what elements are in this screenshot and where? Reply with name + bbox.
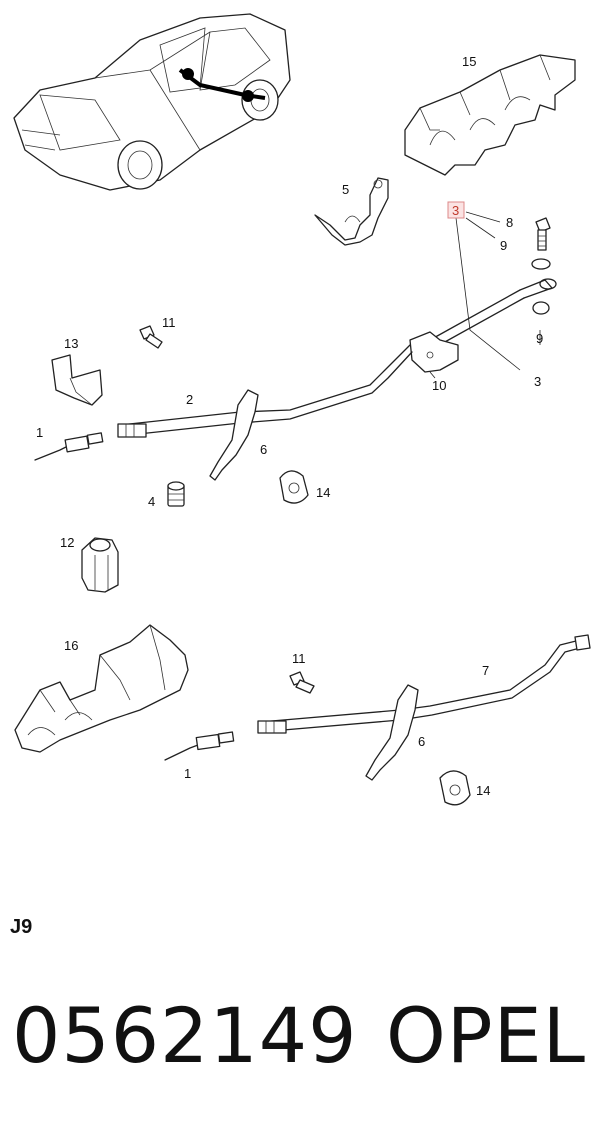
callout-1-lower: 1 [184,766,191,781]
part-3-brake-hose [429,278,557,349]
callout-11-lower: 11 [292,651,306,666]
callout-6-lower: 6 [418,734,425,749]
callout-16: 16 [64,638,78,653]
part-13-clip [51,354,103,406]
parts-exploded-diagram: 15 5 3 8 9 9 3 11 13 2 10 1 6 4 14 12 16… [13,13,591,806]
callout-10: 10 [432,378,446,393]
section-code: J9 [10,916,33,938]
part-5-clip [314,177,389,246]
part-8-bolt [535,217,551,251]
part-11-bolt-lower [289,671,315,694]
callout-3-highlight-box [447,201,465,219]
callout-1-upper: 1 [36,425,43,440]
part-12-union-nut [81,537,119,593]
part-number: 0562149 [12,991,358,1080]
callout-12: 12 [60,535,74,550]
leader-lines [429,211,541,379]
callout-9-bottom: 9 [536,331,543,346]
callout-3-highlighted: 3 [452,203,459,218]
part-1-connector-lower [164,731,235,761]
callout-14-lower: 14 [476,783,490,798]
callout-labels: 15 5 3 8 9 9 3 11 13 2 10 1 6 4 14 12 16… [36,54,543,798]
callout-8: 8 [506,215,513,230]
part-10-union-block [409,331,459,373]
part-6-bracket-lower [365,684,419,781]
callout-9-top: 9 [500,238,507,253]
callout-11-upper: 11 [162,315,176,330]
callout-3: 3 [534,374,541,389]
part-1-connector-upper [34,432,104,461]
part-4-nut [167,481,185,507]
callout-14-upper: 14 [316,485,330,500]
part-16-bracket [14,624,189,753]
part-6-bracket-upper [209,389,259,481]
callout-4: 4 [148,494,155,509]
callout-2: 2 [186,392,193,407]
part-9-washer-top [531,258,551,270]
callout-15: 15 [462,54,476,69]
callout-5: 5 [342,182,349,197]
part-15-bracket [404,54,576,176]
callout-13: 13 [64,336,78,351]
part-14-clip-lower [439,770,471,806]
part-11-bolt-upper [139,325,163,349]
part-2-brake-line [117,344,413,438]
brand-name: OPEL [385,991,586,1080]
part-9-washer-bottom [532,301,550,315]
callout-7: 7 [482,663,489,678]
callout-6-upper: 6 [260,442,267,457]
part-14-clip-upper [279,470,309,504]
car-illustration [13,13,291,191]
